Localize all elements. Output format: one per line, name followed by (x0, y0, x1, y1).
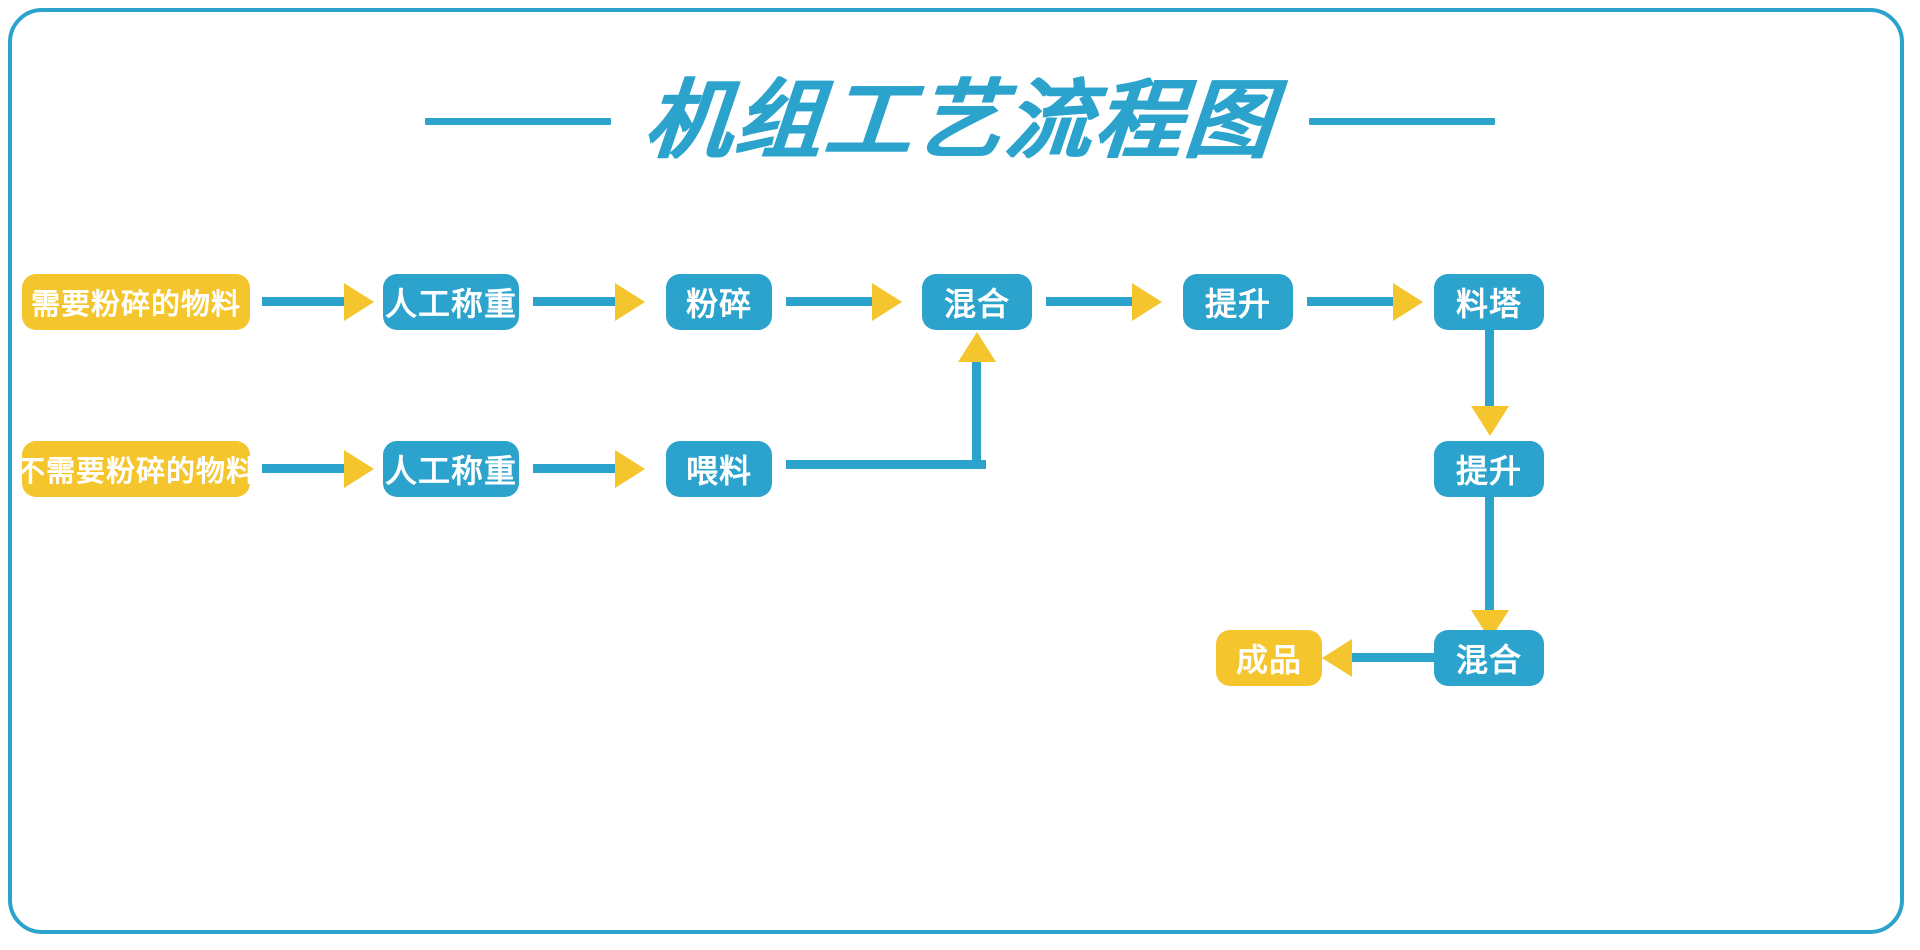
node-material-needs-grinding[interactable]: 需要粉碎的物料 (22, 274, 250, 330)
connector-r1-3 (786, 297, 872, 306)
arrowhead-right-r1-4 (1132, 283, 1162, 321)
arrowhead-up-feeding-to-mixing (958, 332, 996, 362)
node-lifting-column[interactable]: 提升 (1434, 441, 1544, 497)
node-silo[interactable]: 料塔 (1434, 274, 1544, 330)
connector-r1-4 (1046, 297, 1132, 306)
page-title: 机组工艺流程图 (640, 73, 1280, 169)
node-mixing-row1[interactable]: 混合 (922, 274, 1032, 330)
connector-feeding-to-mixing-vertical (972, 352, 981, 469)
connector-mixing-to-product (1352, 653, 1438, 662)
node-lifting-row1[interactable]: 提升 (1183, 274, 1293, 330)
node-manual-weighing-row2[interactable]: 人工称重 (383, 441, 519, 497)
node-manual-weighing-row1[interactable]: 人工称重 (383, 274, 519, 330)
connector-r1-5 (1307, 297, 1393, 306)
arrowhead-down-silo-to-lifting (1471, 406, 1509, 436)
node-finished-product[interactable]: 成品 (1216, 630, 1322, 686)
connector-r1-2 (533, 297, 615, 306)
diagram-title-block: 机组工艺流程图 (0, 73, 1920, 169)
arrowhead-right-r2-1 (344, 450, 374, 488)
arrowhead-right-r1-3 (872, 283, 902, 321)
arrowhead-right-r1-2 (615, 283, 645, 321)
arrowhead-right-r1-1 (344, 283, 374, 321)
arrowhead-right-r2-2 (615, 450, 645, 488)
arrowhead-left-mixing-to-product (1322, 639, 1352, 677)
title-rule-right (1309, 117, 1495, 125)
connector-r2-1 (262, 464, 344, 473)
title-rule-left (425, 117, 611, 125)
connector-lifting-to-mixing (1485, 497, 1494, 614)
node-mixing-column[interactable]: 混合 (1434, 630, 1544, 686)
connector-silo-to-lifting (1485, 330, 1494, 410)
connector-feeding-to-mixing-horizontal (786, 460, 986, 469)
node-grinding[interactable]: 粉碎 (666, 274, 772, 330)
arrowhead-right-r1-5 (1393, 283, 1423, 321)
connector-r2-2 (533, 464, 615, 473)
node-feeding[interactable]: 喂料 (666, 441, 772, 497)
node-material-no-grinding[interactable]: 不需要粉碎的物料 (16, 441, 255, 497)
connector-r1-1 (262, 297, 344, 306)
